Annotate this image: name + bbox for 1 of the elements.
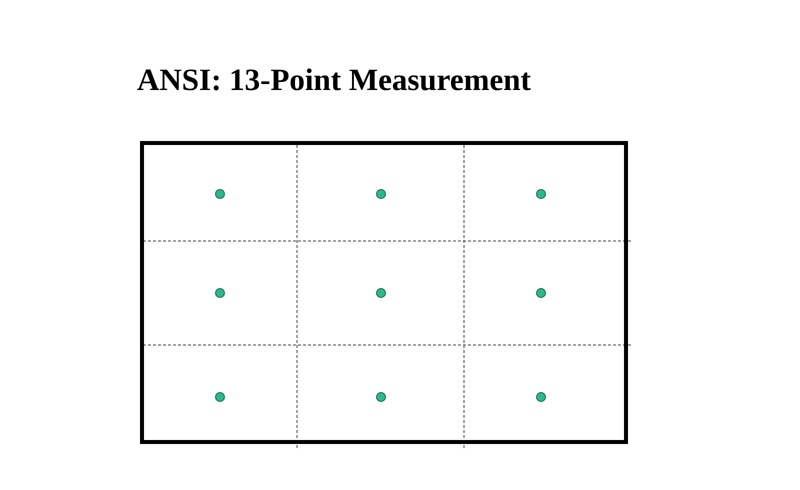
diagram-title: ANSI: 13-Point Measurement (137, 62, 531, 98)
